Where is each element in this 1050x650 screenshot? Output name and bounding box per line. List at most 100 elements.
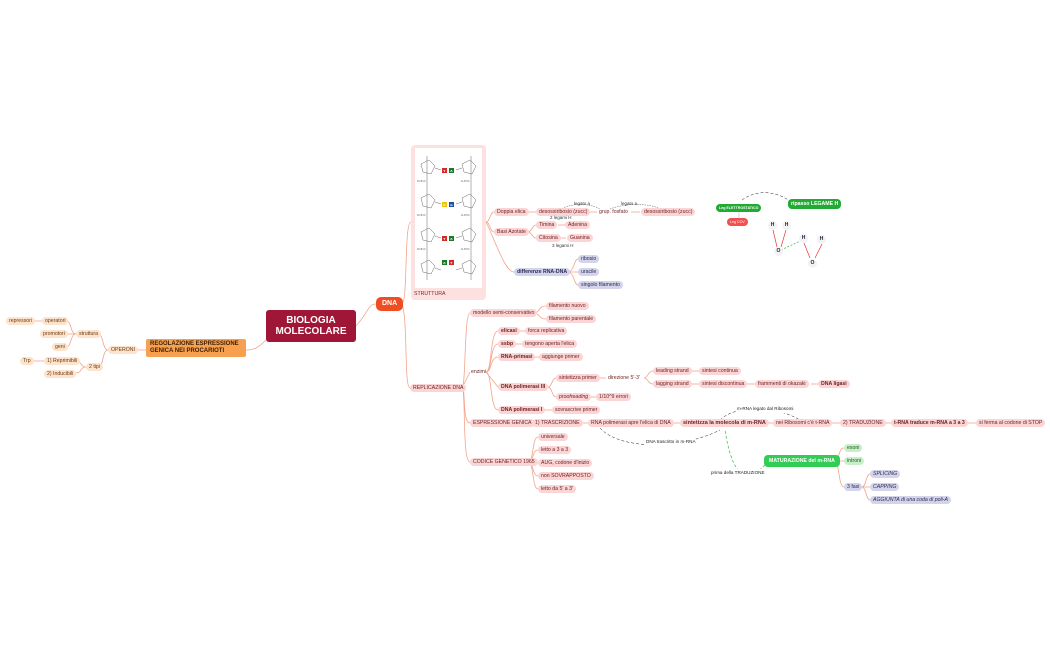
atom-h: H: [799, 234, 808, 243]
node-errori[interactable]: 1/10^9 errori: [596, 393, 631, 401]
base-label: A: [450, 169, 453, 173]
node-stop[interactable]: si ferma al codone di STOP: [976, 419, 1046, 427]
node-leading[interactable]: leading strand: [653, 367, 692, 375]
node-timina[interactable]: Timina: [536, 221, 558, 229]
node-aggiunge[interactable]: aggiunge primer: [539, 353, 583, 361]
node-primasi[interactable]: RNA-primasi: [498, 353, 536, 361]
node-3-fasi[interactable]: 3 fasi: [844, 483, 863, 491]
node-esoni[interactable]: esoni: [844, 444, 863, 452]
atom-o: O: [808, 259, 817, 268]
node-espressione[interactable]: ESPRESSIONE GENICA: [470, 419, 535, 427]
base-label: T: [443, 169, 446, 173]
node-proofreading[interactable]: proofreading: [556, 393, 592, 401]
node-ripasso-legame[interactable]: ripasso LEGAME H: [788, 199, 842, 209]
node-pol3[interactable]: DNA polimerasi III: [498, 383, 549, 391]
base-label: T: [450, 261, 453, 265]
svg-text:O=P–O: O=P–O: [417, 248, 426, 251]
node-ligasi[interactable]: DNA ligasi: [818, 380, 850, 388]
node-continua[interactable]: sintesi continua: [699, 367, 741, 375]
node-letto-3[interactable]: letto a 3 a 3: [538, 446, 572, 454]
node-geni[interactable]: geni: [52, 343, 68, 351]
node-modello[interactable]: modello semi-conservativo: [470, 309, 538, 317]
root-topic[interactable]: BIOLOGIA MOLECOLARE: [266, 310, 356, 342]
node-sintetizza-mrna[interactable]: sintetizza la molecola di m-RNA: [680, 419, 769, 427]
node-ribosio[interactable]: ribosio: [578, 255, 600, 263]
relation-prima-traduzione: prima della TRADUZIONE: [710, 469, 766, 477]
base-label: A: [450, 237, 453, 241]
base-label: C: [443, 203, 446, 207]
node-splicing[interactable]: SPLICING: [870, 470, 901, 478]
node-pol1[interactable]: DNA polimerasi I: [498, 406, 546, 414]
node-universale[interactable]: universale: [538, 433, 568, 441]
node-promotori[interactable]: promotori: [40, 330, 68, 338]
svg-text:O=P–O: O=P–O: [417, 180, 426, 183]
node-reprimibili[interactable]: 1) Reprimibili: [44, 357, 81, 365]
node-basi-azotate[interactable]: Basi Azotate: [494, 228, 529, 236]
node-poli-a[interactable]: AGGIUNTA di una coda di poli-A: [870, 496, 951, 504]
node-filamento-nuovo[interactable]: filamento nuovo: [546, 302, 589, 310]
relation-legato-ribosomi: m-RNA legato dal Ribosomi: [736, 405, 795, 413]
node-guanina[interactable]: Guanina: [567, 234, 593, 242]
node-discontinua[interactable]: sintesi discontinua: [699, 380, 748, 388]
node-capping[interactable]: CAPPING: [870, 483, 900, 491]
svg-text:O–P=O: O–P=O: [461, 180, 470, 183]
node-sovrascrive[interactable]: sovrascrive primer: [552, 406, 601, 414]
node-2-tipi[interactable]: 2 tipi: [86, 363, 103, 371]
atom-h: H: [817, 235, 826, 244]
node-filamento-parentale[interactable]: filamento parentale: [546, 315, 597, 323]
node-leg-cov[interactable]: Leg COV: [727, 218, 748, 226]
node-trp[interactable]: Trp: [20, 357, 34, 365]
node-replicazione[interactable]: REPLICAZIONE DNA: [410, 384, 467, 392]
node-ribosomi[interactable]: nei Ribosomi c'è t-RNA: [773, 419, 833, 427]
node-repressori[interactable]: repressori: [6, 317, 36, 325]
atom-h: H: [782, 221, 791, 230]
node-enzimi[interactable]: enzimi: [471, 369, 486, 375]
node-trna[interactable]: t-RNA traduce m-RNA a 3 a 3: [891, 419, 968, 427]
node-rna-polimerasi[interactable]: RNA polimerasi apre l'elica di DNA: [588, 419, 674, 427]
node-struttura-op[interactable]: struttura: [76, 330, 102, 338]
node-citosina[interactable]: Citosina: [536, 234, 561, 242]
base-label: G: [450, 203, 453, 207]
node-elicasi[interactable]: elicasi: [498, 327, 520, 335]
node-ssbp[interactable]: ssbp: [498, 340, 517, 348]
node-regolazione[interactable]: REGOLAZIONE ESPRESSIONE GENICA NEI PROCA…: [146, 339, 246, 357]
atom-h: H: [768, 221, 777, 230]
dna-topic[interactable]: DNA: [376, 297, 404, 311]
relation-dna-trascritto: DNA trascritto in m-RNA: [645, 438, 697, 446]
node-operoni[interactable]: OPERONI: [108, 346, 138, 354]
node-inducibili[interactable]: 2) Inducibili: [44, 370, 77, 378]
node-uracile[interactable]: uracile: [578, 268, 600, 276]
node-non-sovrapposto[interactable]: non SOVRAPPOSTO: [538, 472, 594, 480]
node-codice[interactable]: CODICE GENETICO 1965: [470, 458, 538, 466]
node-traduzione[interactable]: 2) TRADUZIONE: [840, 419, 886, 427]
node-aug[interactable]: AUG, codone d'inizio: [538, 459, 593, 467]
node-okazaki[interactable]: frammenti di okazaki: [755, 380, 809, 388]
node-desossiribosio[interactable]: desossiribosio (zucc): [536, 208, 591, 216]
node-introni[interactable]: introni: [844, 457, 865, 465]
node-letto-53[interactable]: letto da 5' a 3': [538, 485, 576, 493]
svg-text:O–P=O: O–P=O: [461, 214, 470, 217]
node-doppia-elica[interactable]: Doppia elica: [494, 208, 529, 216]
node-singolo[interactable]: singolo filamento: [578, 281, 623, 289]
base-label: T: [443, 237, 446, 241]
atom-o: O: [774, 247, 783, 256]
node-operatori[interactable]: operatori: [42, 317, 69, 325]
node-tengono[interactable]: tengono aperta l'elica: [522, 340, 578, 348]
node-leg-elettro[interactable]: Leg ELETTROSTATICO: [716, 204, 762, 212]
node-maturazione[interactable]: MATURAZIONE del m-RNA: [764, 455, 840, 467]
node-grup-fosfato[interactable]: grup. fosfato: [599, 209, 628, 215]
svg-text:O=P–O: O=P–O: [417, 214, 426, 217]
base-label: A: [443, 261, 446, 265]
node-lagging[interactable]: lagging strand: [653, 380, 692, 388]
node-direzione[interactable]: direzione 5'-3': [608, 375, 640, 381]
node-sintetizza-primer[interactable]: sintetizza primer: [556, 374, 600, 382]
node-differenze[interactable]: differenze RNA-DNA: [514, 268, 571, 276]
node-desossiribosio-2[interactable]: desossiribosio (zucc): [641, 208, 696, 216]
node-legami-3: 3 legami H: [552, 243, 574, 248]
node-forca[interactable]: forca replicativa: [525, 327, 568, 335]
node-adenina[interactable]: Adenina: [565, 221, 591, 229]
relation-legato-a: legato a: [621, 201, 638, 206]
node-trascrizione[interactable]: 1) TRASCRIZIONE: [532, 419, 583, 427]
